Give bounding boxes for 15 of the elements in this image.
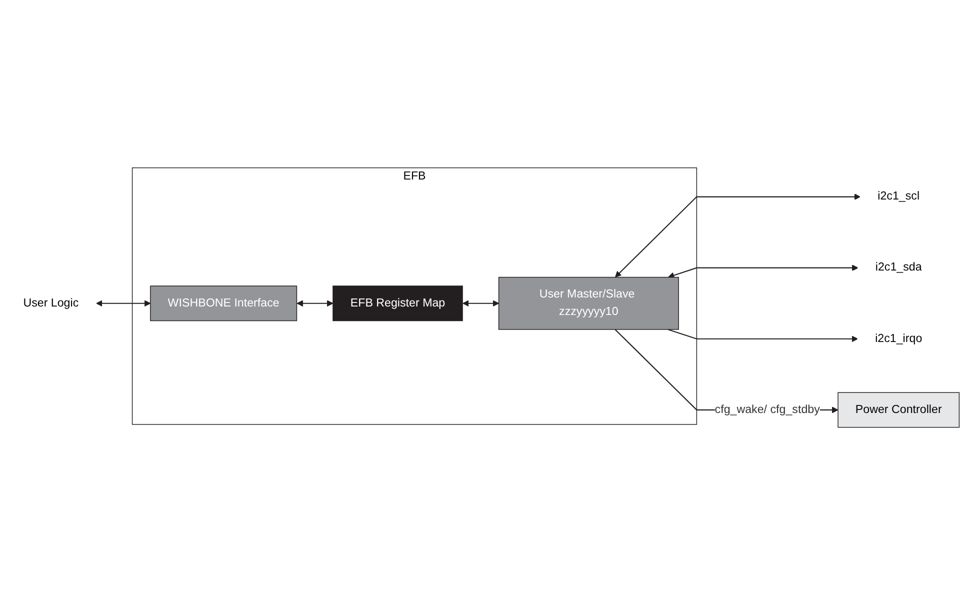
arrow bbox=[668, 265, 858, 279]
node-box: EFB Register Map bbox=[332, 286, 463, 322]
node-text: i2c1_sda bbox=[875, 262, 922, 274]
arrow bbox=[615, 194, 861, 278]
node-text: i2c1_irqo bbox=[875, 332, 922, 346]
arrow bbox=[96, 300, 151, 307]
arrow bbox=[668, 329, 858, 342]
node-text: User Logic bbox=[23, 297, 79, 310]
node-box: User Master/Slave zzzyyyyy10 bbox=[498, 277, 679, 330]
node-text: i2c1_scl bbox=[878, 190, 920, 204]
node-box: WISHBONE Interface bbox=[150, 286, 298, 322]
arrow bbox=[462, 300, 500, 307]
edge-label: cfg_wake/ cfg_stdby bbox=[714, 404, 820, 416]
node-box: Power Controller bbox=[838, 392, 960, 428]
arrow bbox=[296, 300, 334, 307]
